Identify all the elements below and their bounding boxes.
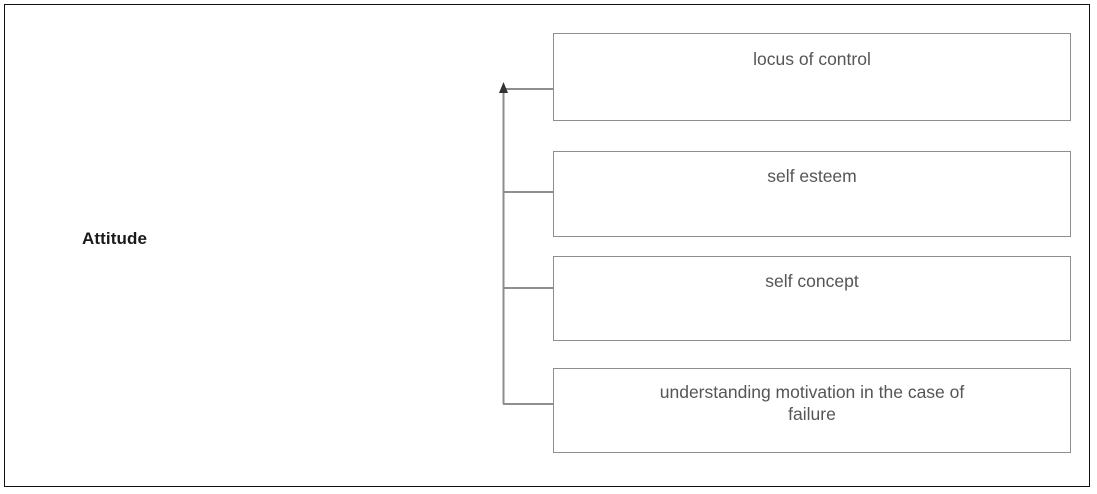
root-node-label: Attitude [82,229,148,248]
node-label: self concept [765,271,859,291]
node-label: understanding motivation in the case of … [659,382,965,425]
node-label: self esteem [767,166,857,186]
node-label: locus of control [753,49,871,69]
arrow-up-icon [499,82,508,93]
node-box-self-concept[interactable]: self concept [553,256,1071,341]
node-box-locus-of-control[interactable]: locus of control [553,33,1071,121]
node-box-understanding-motivation-failure[interactable]: understanding motivation in the case of … [553,368,1071,453]
node-box-self-esteem[interactable]: self esteem [553,151,1071,237]
